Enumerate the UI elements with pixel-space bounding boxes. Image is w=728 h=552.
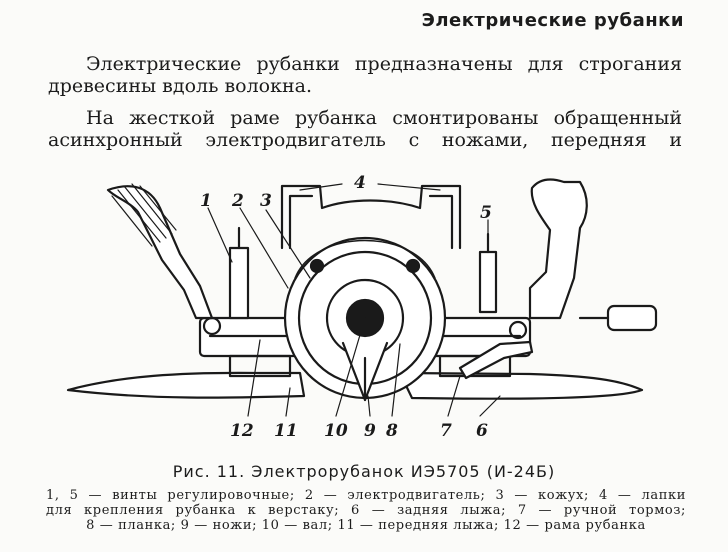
running-title: Электрические рубанки (421, 10, 684, 31)
paragraph-line: асинхронный электродвигатель с ножами, п… (48, 129, 682, 151)
paragraph-line: На жесткой раме рубанка смонтированы обр… (86, 107, 682, 129)
planer-drawing: 1 2 3 4 5 12 11 10 9 8 7 6 (66, 173, 658, 441)
callout-label: 12 (230, 421, 254, 441)
callout-label: 2 (231, 191, 244, 211)
legend-line: для крепления рубанка к верстаку; 6 — за… (46, 503, 686, 518)
paragraph-1: Электрические рубанки предназначены для … (48, 53, 682, 97)
planer-figure: 1 2 3 4 5 12 11 10 9 8 7 6 (60, 168, 660, 453)
paragraph-line: древесины вдоль волокна. (48, 75, 313, 97)
callout-label: 7 (440, 421, 452, 441)
callout-label: 5 (480, 203, 492, 223)
callout-label: 11 (274, 421, 298, 441)
legend-line: 1, 5 — винты регулировочные; 2 — электро… (46, 488, 686, 503)
callout-label: 10 (324, 421, 348, 441)
paragraph-line: Электрические рубанки предназначены для … (86, 53, 682, 75)
figure-caption: Рис. 11. Электрорубанок ИЭ5705 (И-24Б) (172, 462, 556, 481)
paragraph-2: На жесткой раме рубанка смонтированы обр… (48, 107, 682, 151)
callout-label: 1 (200, 191, 212, 211)
callout-label: 4 (354, 173, 366, 193)
legend-line: 8 — планка; 9 — ножи; 10 — вал; 11 — пер… (86, 518, 646, 533)
callout-label: 9 (364, 421, 376, 441)
callout-label: 6 (476, 421, 488, 441)
callout-label: 8 (385, 421, 398, 441)
callout-label: 3 (260, 191, 272, 211)
figure-legend: 1, 5 — винты регулировочные; 2 — электро… (46, 488, 686, 533)
